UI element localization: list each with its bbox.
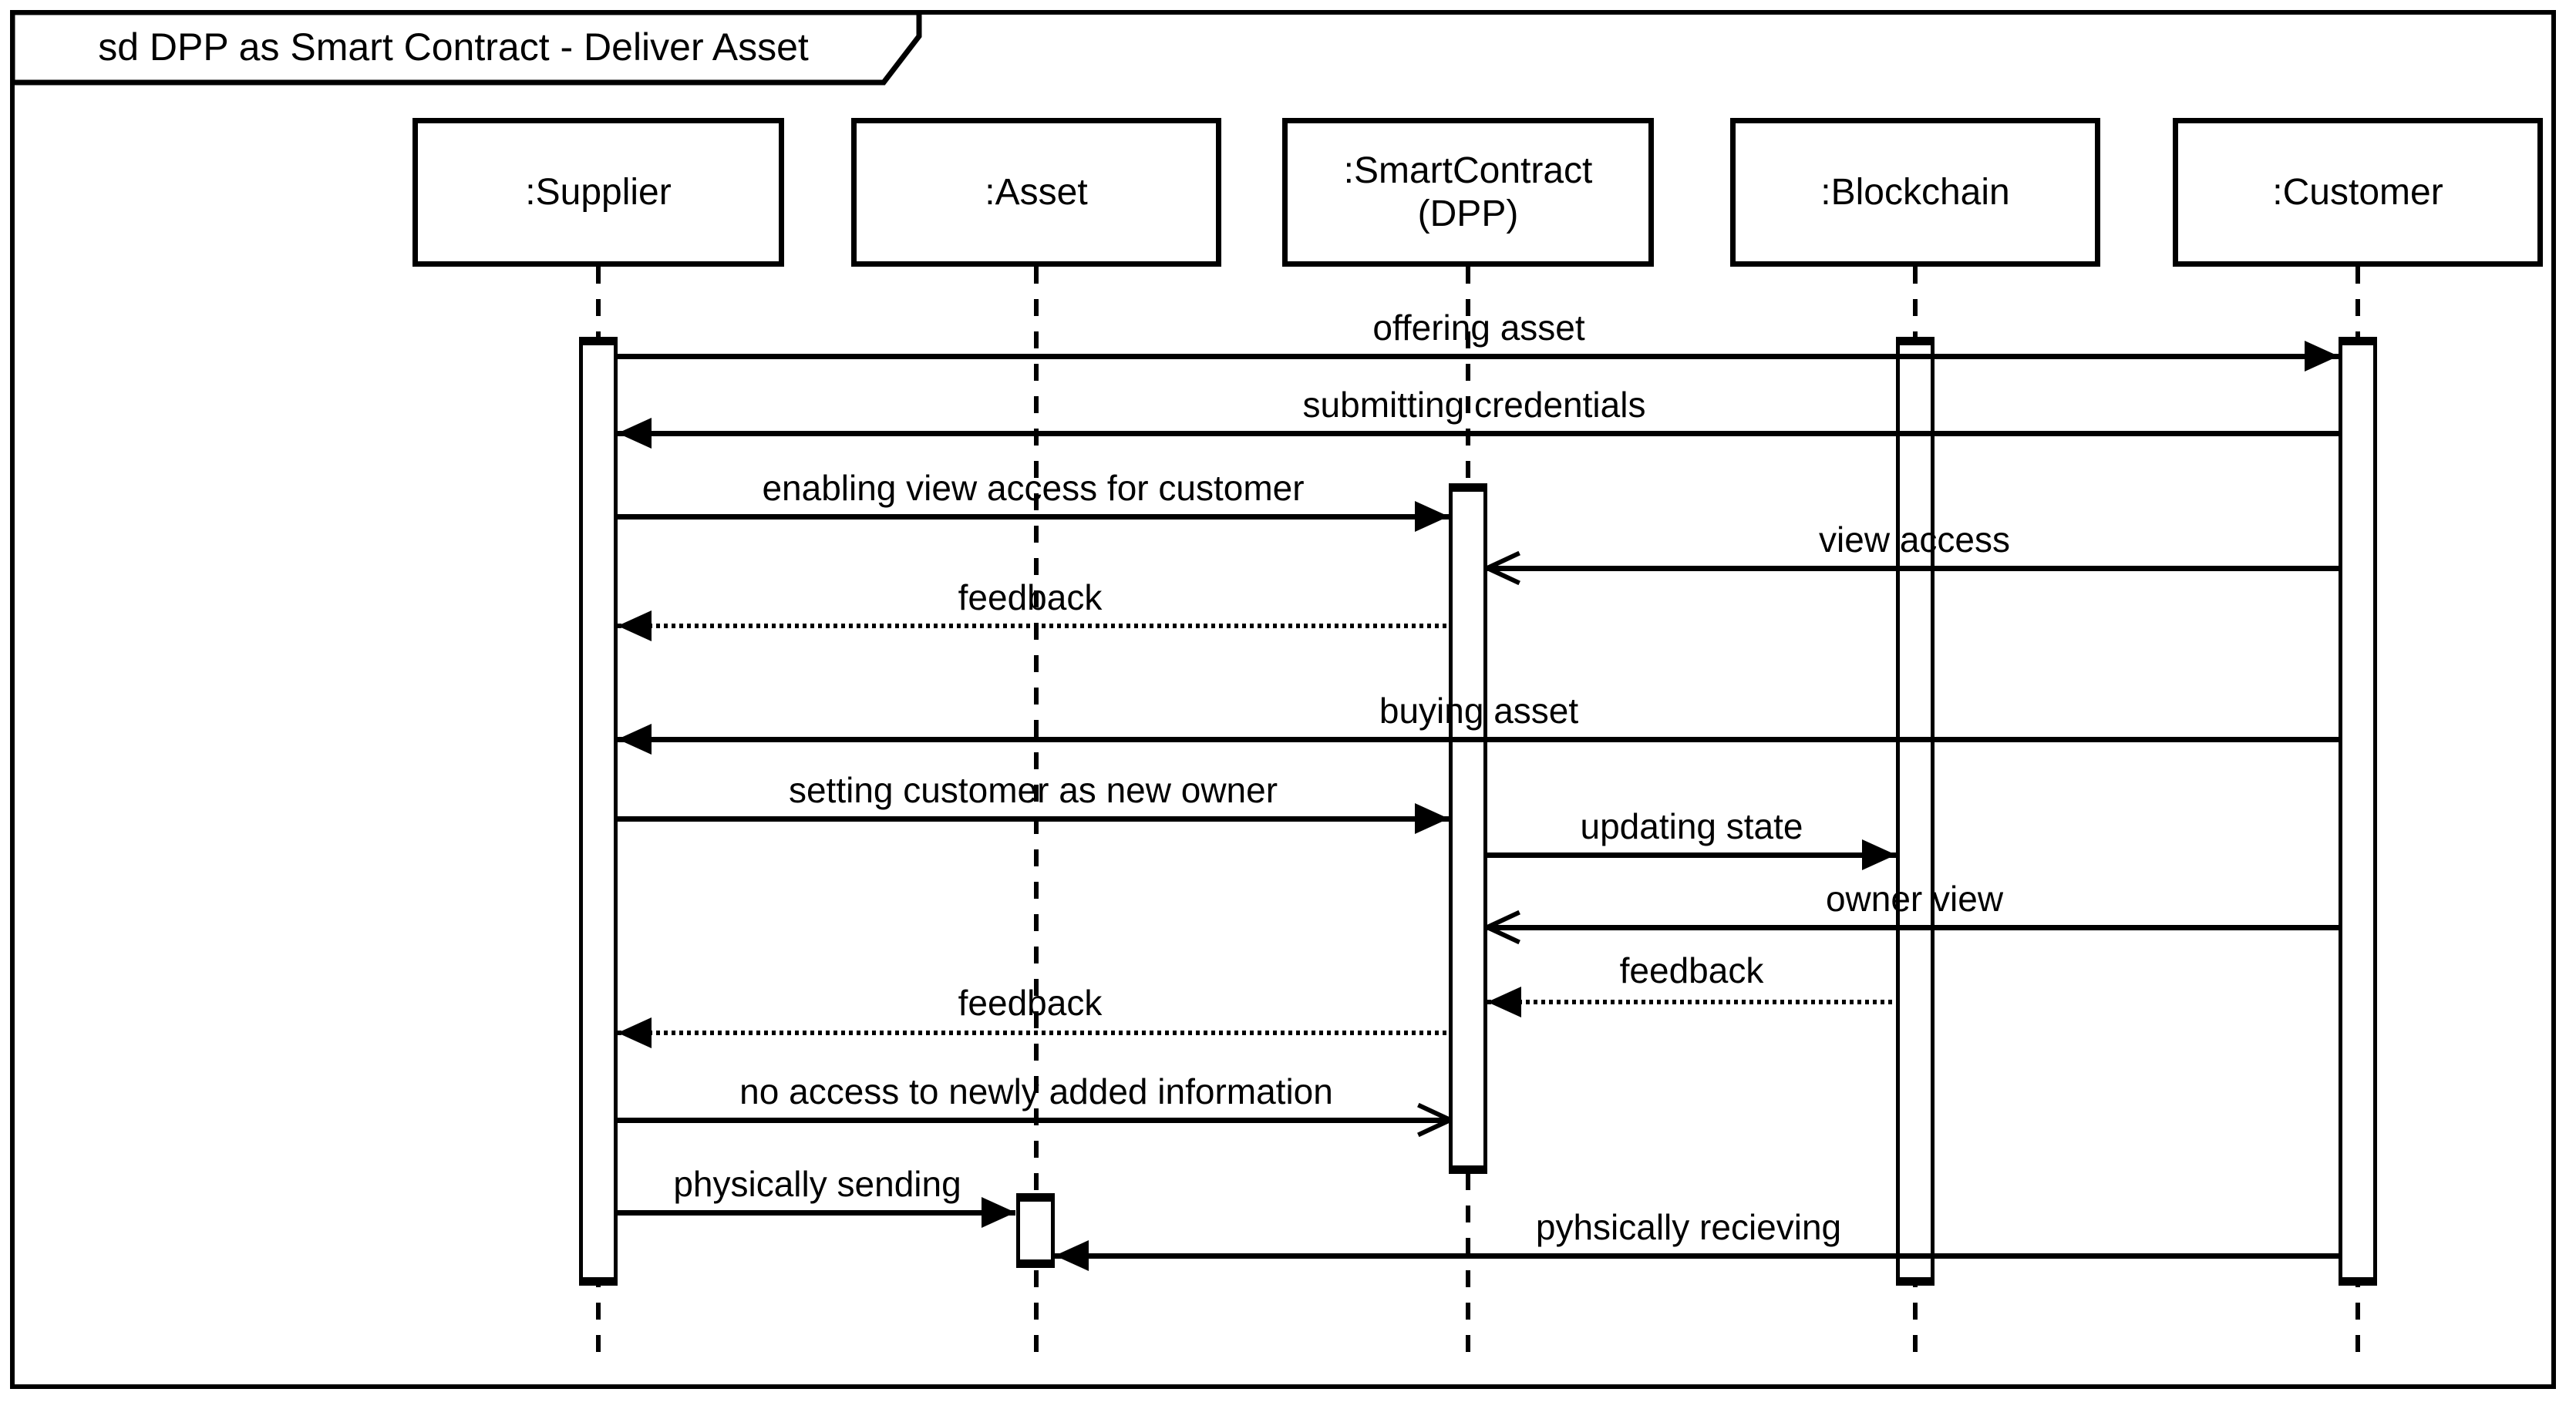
message-line-feedback-2: [1487, 1000, 1896, 1004]
message-label-no-access: no access to newly added information: [739, 1071, 1333, 1111]
arrowhead-filled-left-pyhsically-recieving: [1055, 1240, 1089, 1271]
message-label-view-access: view access: [1819, 520, 2010, 560]
frame-title-tab-outline: [10, 10, 922, 86]
arrowhead-filled-right-setting-customer: [1415, 803, 1449, 834]
message-label-physically-sending: physically sending: [673, 1164, 961, 1204]
message-line-physically-sending: [618, 1210, 1015, 1216]
message-line-feedback-3: [618, 1031, 1449, 1035]
message-line-no-access: [618, 1118, 1449, 1123]
message-line-submitting-credentials: [618, 431, 2339, 436]
message-line-offering-asset: [618, 354, 2339, 359]
participant-box-smartcontract: :SmartContract (DPP): [1282, 118, 1654, 267]
arrowhead-filled-left-feedback-3: [618, 1017, 652, 1048]
arrowhead-filled-right-enabling-view-access: [1415, 501, 1449, 532]
message-label-setting-customer: setting customer as new owner: [788, 770, 1278, 810]
message-line-buying-asset: [618, 737, 2339, 742]
frame-title: sd DPP as Smart Contract - Deliver Asset: [98, 25, 809, 69]
message-label-buying-asset: buying asset: [1379, 691, 1579, 731]
participant-box-asset: :Asset: [851, 118, 1221, 267]
participant-label-blockchain: :Blockchain: [1820, 171, 2010, 213]
activation-bar-asset: [1016, 1193, 1055, 1268]
activation-bar-smartcontract: [1449, 483, 1487, 1174]
message-label-offering-asset: offering asset: [1372, 308, 1585, 348]
participant-label-supplier: :Supplier: [525, 171, 672, 213]
message-line-feedback-1: [618, 624, 1449, 628]
message-label-pyhsically-recieving: pyhsically recieving: [1535, 1207, 1842, 1247]
participant-box-blockchain: :Blockchain: [1730, 118, 2100, 267]
arrowhead-filled-left-submitting-credentials: [618, 418, 652, 449]
arrowhead-filled-left-feedback-1: [618, 610, 652, 641]
participant-label-smartcontract: :SmartContract: [1343, 150, 1593, 191]
participant-label-asset: :Asset: [985, 171, 1088, 213]
message-label-enabling-view-access: enabling view access for customer: [762, 468, 1305, 508]
participant-sublabel-smartcontract: (DPP): [1417, 193, 1519, 234]
arrowhead-filled-left-buying-asset: [618, 724, 652, 755]
participant-box-supplier: :Supplier: [412, 118, 784, 267]
lifeline-asset: [1034, 267, 1039, 1364]
message-line-enabling-view-access: [618, 514, 1449, 520]
message-label-updating-state: updating state: [1580, 806, 1803, 846]
arrowhead-filled-right-physically-sending: [982, 1197, 1015, 1228]
message-label-feedback-2: feedback: [1619, 950, 1764, 990]
participant-box-customer: :Customer: [2173, 118, 2543, 267]
message-label-feedback-1: feedback: [958, 577, 1103, 617]
message-label-owner-view: owner view: [1825, 879, 2004, 919]
activation-bar-blockchain: [1896, 337, 1935, 1286]
arrowhead-filled-right-updating-state: [1862, 839, 1896, 870]
arrowhead-filled-left-feedback-2: [1487, 987, 1521, 1017]
message-line-owner-view: [1487, 925, 2339, 930]
participant-label-customer: :Customer: [2272, 171, 2443, 213]
message-label-submitting-credentials: submitting credentials: [1302, 385, 1646, 425]
activation-bar-customer: [2339, 337, 2377, 1286]
activation-bar-supplier: [579, 337, 618, 1286]
message-line-pyhsically-recieving: [1055, 1253, 2339, 1259]
arrowhead-filled-right-offering-asset: [2305, 341, 2339, 372]
message-line-view-access: [1487, 566, 2339, 571]
message-line-setting-customer: [618, 816, 1449, 822]
message-label-feedback-3: feedback: [958, 983, 1103, 1023]
frame-title-tab: [10, 10, 922, 86]
message-line-updating-state: [1487, 852, 1896, 858]
